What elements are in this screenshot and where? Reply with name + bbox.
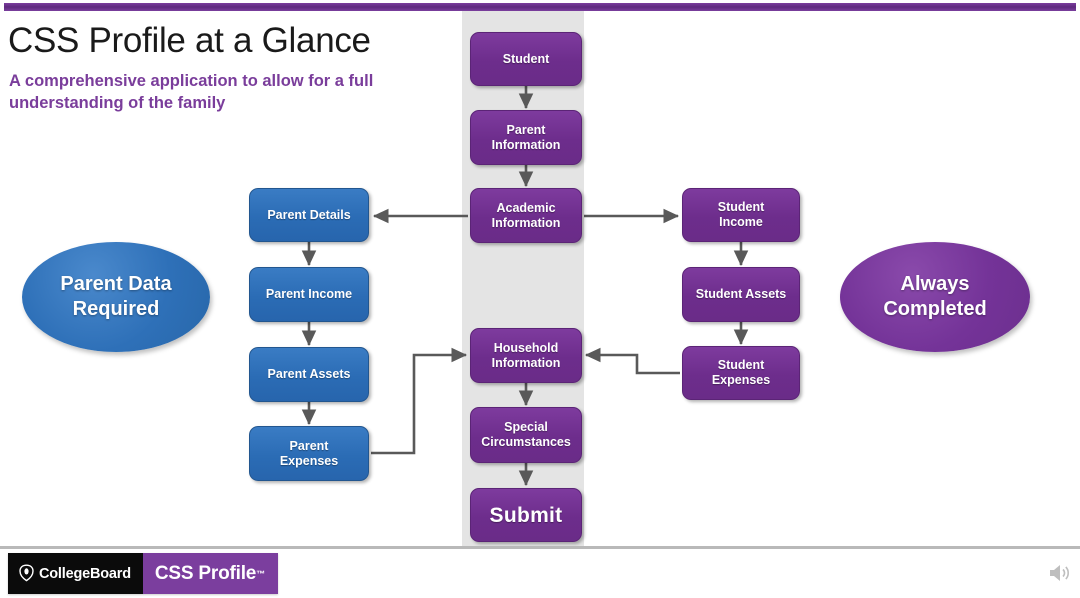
node-academic-information-label: Academic Information xyxy=(492,201,561,231)
node-academic-information[interactable]: Academic Information xyxy=(470,188,582,243)
node-submit[interactable]: Submit xyxy=(470,488,582,542)
node-submit-label: Submit xyxy=(489,503,563,527)
node-student-income[interactable]: Student Income xyxy=(682,188,800,242)
node-parent-assets[interactable]: Parent Assets xyxy=(249,347,369,402)
node-parent-information-label-line2: Information xyxy=(491,137,561,152)
top-accent-rule xyxy=(4,3,1076,11)
footer-separator xyxy=(0,546,1080,549)
page-subtitle: A comprehensive application to allow for… xyxy=(9,72,374,112)
node-parent-expenses-label: Parent Expenses xyxy=(280,439,338,469)
node-parent-information-label-line1: Parent xyxy=(506,122,546,137)
speaker-icon[interactable] xyxy=(1046,561,1072,585)
collegeboard-wordmark: CollegeBoard xyxy=(39,565,131,582)
legend-always-completed-label: Always Completed xyxy=(883,272,986,322)
legend-parent-data-required: Parent Data Required xyxy=(22,242,210,352)
node-household-information-label-line2: Information xyxy=(491,355,561,370)
node-parent-assets-label: Parent Assets xyxy=(267,367,351,381)
node-household-information-label-line1: Household xyxy=(493,340,559,355)
node-parent-information[interactable]: Parent Information xyxy=(470,110,582,165)
node-academic-information-label-line1: Academic xyxy=(496,200,556,215)
node-student-label: Student xyxy=(502,51,550,66)
legend-always-line1: Always xyxy=(900,273,970,295)
node-household-information[interactable]: Household Information xyxy=(470,328,582,383)
node-special-circumstances-label: Special Circumstances xyxy=(481,420,571,450)
trademark-symbol: ™ xyxy=(256,568,266,579)
legend-parent-data-required-label: Parent Data Required xyxy=(60,272,171,322)
node-student-assets-label: Student Assets xyxy=(695,287,787,301)
node-special-circumstances-label-line2: Circumstances xyxy=(481,435,571,449)
center-column-band xyxy=(462,11,584,546)
node-parent-details-label: Parent Details xyxy=(267,207,351,222)
node-parent-expenses-label-line1: Parent xyxy=(289,438,329,453)
node-student[interactable]: Student xyxy=(470,32,582,86)
node-parent-income-label: Parent Income xyxy=(265,287,353,301)
legend-always-completed: Always Completed xyxy=(840,242,1030,352)
node-special-circumstances[interactable]: Special Circumstances xyxy=(470,407,582,463)
node-student-expenses-label-line2: Expenses xyxy=(711,373,771,387)
node-parent-income[interactable]: Parent Income xyxy=(249,267,369,322)
node-student-income-label: Student Income xyxy=(718,200,765,230)
node-student-expenses[interactable]: Student Expenses xyxy=(682,346,800,400)
node-parent-details[interactable]: Parent Details xyxy=(249,188,369,242)
node-academic-information-label-line2: Information xyxy=(491,215,561,230)
node-household-information-label: Household Information xyxy=(492,341,561,371)
edge-student-expenses-to-household-information xyxy=(584,347,680,375)
node-student-assets[interactable]: Student Assets xyxy=(682,267,800,322)
acorn-icon xyxy=(19,564,34,582)
css-profile-wordmark: CSS Profile xyxy=(154,562,257,584)
node-student-expenses-label-line1: Student xyxy=(717,358,765,372)
node-student-expenses-label: Student Expenses xyxy=(712,358,770,388)
collegeboard-logo: CollegeBoard xyxy=(8,553,143,594)
node-student-income-label-line2: Income xyxy=(719,215,763,229)
node-special-circumstances-label-line1: Special xyxy=(504,420,548,434)
page-title: CSS Profile at a Glance xyxy=(8,21,371,60)
legend-parent-data-line2: Required xyxy=(72,298,160,320)
legend-always-line2: Completed xyxy=(883,298,987,320)
legend-parent-data-line1: Parent Data xyxy=(60,273,172,295)
node-parent-expenses[interactable]: Parent Expenses xyxy=(249,426,369,481)
node-parent-information-label: Parent Information xyxy=(492,123,561,153)
node-student-income-label-line1: Student xyxy=(717,200,765,214)
edge-parent-expenses-to-household-information xyxy=(371,347,468,455)
node-parent-expenses-label-line2: Expenses xyxy=(279,453,339,468)
